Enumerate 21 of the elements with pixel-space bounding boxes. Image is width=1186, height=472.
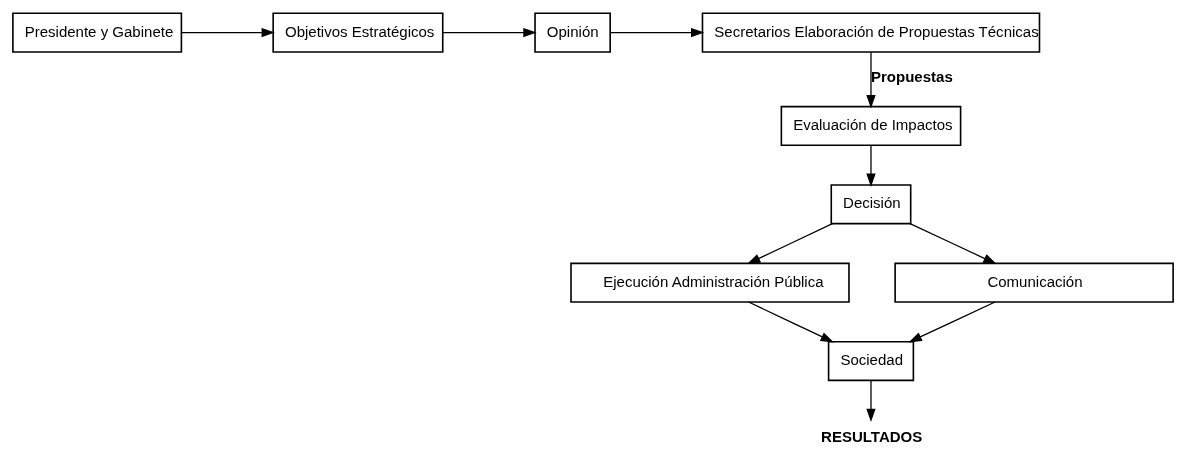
- node-box: Evaluación de Impactos: [780, 105, 962, 147]
- arrow: [866, 51, 876, 109]
- arrow: [909, 223, 997, 265]
- arrow: [747, 301, 834, 343]
- arrow: [181, 27, 275, 38]
- node-text: RESULTADOS: [821, 428, 923, 446]
- arrow: [866, 144, 876, 187]
- node-box: Objetivos Estratégicos: [272, 12, 444, 53]
- arrow: [609, 27, 705, 38]
- node-box: Sociedad: [827, 340, 915, 382]
- node-box: Presidente y Gabinete: [12, 12, 183, 53]
- node-box: Comunicación: [894, 262, 1174, 303]
- arrow: [747, 223, 834, 265]
- node-box: Opinión: [534, 12, 611, 53]
- node-box: Decisión: [830, 184, 912, 225]
- arrow: [908, 301, 996, 343]
- node-box: Secretarios Elaboración de Propuestas Técnicas: [701, 12, 1041, 53]
- edge-label: Propuestas: [870, 68, 953, 86]
- arrow: [442, 27, 537, 38]
- node-box: Ejecución Administración Pública: [570, 262, 850, 303]
- arrow: [866, 379, 876, 422]
